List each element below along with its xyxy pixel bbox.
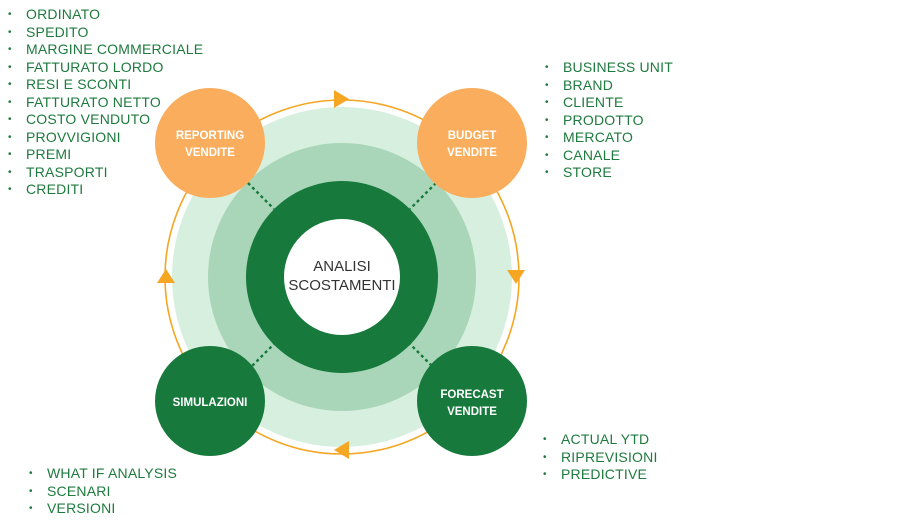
list-item: SCENARI (29, 483, 177, 501)
node-reporting-circle (155, 88, 265, 198)
list-item: COSTO VENDUTO (8, 111, 203, 129)
node-forecast: FORECAST VENDITE (417, 346, 527, 456)
list-item: VERSIONI (29, 500, 177, 518)
list-item: TRASPORTI (8, 164, 203, 182)
list-item: PREMI (8, 146, 203, 164)
list-item: CLIENTE (545, 94, 673, 112)
reporting-list: ORDINATO SPEDITO MARGINE COMMERCIALE FAT… (8, 6, 203, 199)
center-label-line2: SCOSTAMENTI (288, 277, 395, 294)
list-item: RESI E SCONTI (8, 76, 203, 94)
node-budget-circle (417, 88, 527, 198)
arrow-left-icon (334, 441, 349, 459)
list-item: PREDICTIVE (543, 466, 658, 484)
list-item: PROVVIGIONI (8, 129, 203, 147)
node-forecast-label-line1: FORECAST (440, 389, 503, 401)
node-reporting-label-line1: REPORTING (176, 130, 244, 142)
list-item: FATTURATO LORDO (8, 59, 203, 77)
list-item: BUSINESS UNIT (545, 59, 673, 77)
list-item: STORE (545, 164, 673, 182)
list-item: BRAND (545, 77, 673, 95)
node-forecast-circle (417, 346, 527, 456)
list-item: MERCATO (545, 129, 673, 147)
node-reporting: REPORTING VENDITE (155, 88, 265, 198)
node-simulazioni: SIMULAZIONI (155, 346, 265, 456)
list-item: PRODOTTO (545, 112, 673, 130)
node-budget-label-line1: BUDGET (448, 130, 497, 142)
list-item: SPEDITO (8, 24, 203, 42)
arrow-down-icon (507, 270, 525, 284)
budget-list: BUSINESS UNIT BRAND CLIENTE PRODOTTO MER… (545, 59, 673, 182)
center-label-line1: ANALISI (313, 258, 371, 275)
connector-budget (409, 182, 437, 210)
node-reporting-label-line2: VENDITE (185, 147, 235, 159)
forecast-list: ACTUAL YTD RIPREVISIONI PREDICTIVE (543, 431, 658, 484)
node-budget-label-line2: VENDITE (447, 147, 497, 159)
list-item: WHAT IF ANALYSIS (29, 465, 177, 483)
node-simulazioni-label: SIMULAZIONI (173, 397, 248, 409)
list-item: CREDITI (8, 181, 203, 199)
list-item: FATTURATO NETTO (8, 94, 203, 112)
list-item: ORDINATO (8, 6, 203, 24)
node-budget: BUDGET VENDITE (417, 88, 527, 198)
list-item: RIPREVISIONI (543, 449, 658, 467)
connector-simulazioni (247, 343, 275, 371)
list-item: ACTUAL YTD (543, 431, 658, 449)
simulazioni-list: WHAT IF ANALYSIS SCENARI VERSIONI (29, 465, 177, 518)
node-simulazioni-circle (155, 346, 265, 456)
node-forecast-label-line2: VENDITE (447, 406, 497, 418)
arrow-up-icon (157, 269, 175, 283)
list-item: CANALE (545, 147, 673, 165)
list-item: MARGINE COMMERCIALE (8, 41, 203, 59)
center-white-disk (284, 219, 400, 335)
arrow-right-icon (334, 90, 349, 108)
connector-reporting (247, 182, 275, 210)
